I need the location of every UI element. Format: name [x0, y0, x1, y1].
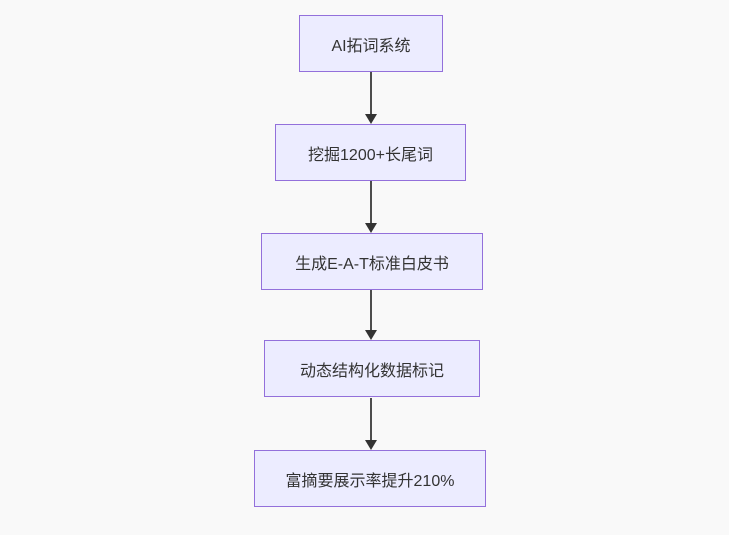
flow-arrow-3: [364, 290, 378, 340]
arrow-line: [370, 181, 372, 223]
flow-arrow-1: [364, 72, 378, 124]
flowchart-node-step-5: 富摘要展示率提升210%: [254, 450, 486, 507]
node-label: AI拓词系统: [331, 37, 411, 55]
arrow-line: [370, 72, 372, 114]
node-label: 挖掘1200+长尾词: [308, 146, 433, 164]
flowchart-node-step-1: AI拓词系统: [299, 15, 443, 72]
flowchart-node-step-3: 生成E-A-T标准白皮书: [261, 233, 483, 290]
arrow-down-icon: [365, 330, 377, 340]
node-label: 动态结构化数据标记: [299, 362, 444, 380]
flow-arrow-4: [364, 398, 378, 450]
flow-arrow-2: [364, 181, 378, 233]
arrow-down-icon: [365, 114, 377, 124]
arrow-line: [370, 290, 372, 330]
arrow-down-icon: [365, 440, 377, 450]
flowchart-node-step-4: 动态结构化数据标记: [264, 340, 480, 397]
flowchart-node-step-2: 挖掘1200+长尾词: [275, 124, 466, 181]
node-label: 生成E-A-T标准白皮书: [295, 255, 449, 273]
node-label: 富摘要展示率提升210%: [285, 472, 455, 490]
arrow-down-icon: [365, 223, 377, 233]
arrow-line: [370, 398, 372, 440]
